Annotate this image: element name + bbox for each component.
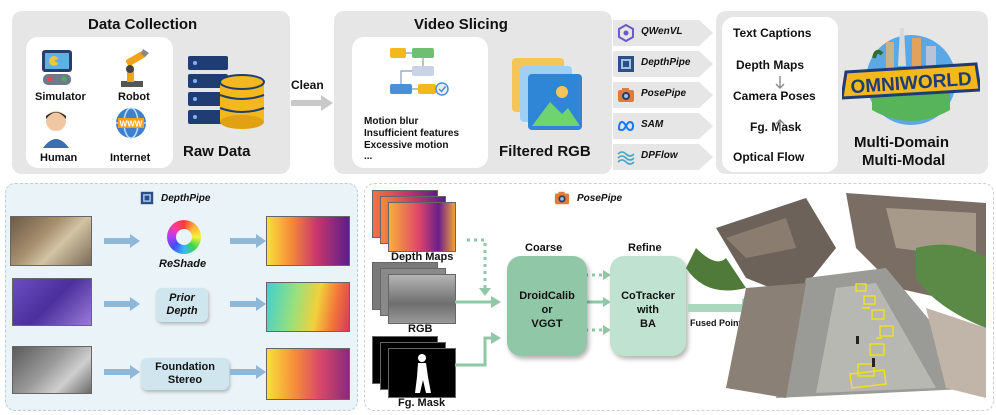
arrow-blue	[230, 365, 266, 379]
coarse-line-3: VGGT	[531, 318, 563, 330]
posepipe-camera-icon	[554, 191, 570, 205]
depthpipe-title: DepthPipe	[161, 193, 211, 204]
output-camera-poses: Camera Poses	[733, 89, 816, 103]
arrow-blue	[104, 234, 140, 248]
coarse-line-1: DroidCalib	[519, 290, 575, 302]
filtered-rgb-icon	[512, 58, 582, 130]
posepipe-title: PosePipe	[577, 193, 623, 204]
rgb-input-label: RGB	[408, 323, 433, 335]
human-icon	[43, 111, 69, 148]
brand-line-2: Multi-Modal	[862, 152, 946, 169]
outputs-card	[722, 17, 838, 172]
posepipe-connectors	[455, 238, 611, 367]
internet-globe-icon: WWW	[116, 107, 146, 139]
game-frame-image	[10, 216, 92, 266]
arrow-blue	[104, 297, 140, 311]
omniworld-logo: OMNIWORLD	[842, 28, 980, 125]
output-optical-flow: Optical Flow	[733, 150, 805, 164]
video-slicing-title: Video Slicing	[414, 16, 508, 33]
depth-stack-front	[388, 202, 456, 252]
qwen-icon	[618, 24, 634, 42]
raw-data-icon	[188, 56, 265, 129]
brand-line-1: Multi-Domain	[854, 134, 949, 151]
stereo-frame-stack	[12, 346, 92, 394]
foundation-stereo-line-2: Stereo	[167, 374, 203, 386]
output-text-captions: Text Captions	[733, 26, 812, 40]
tool-depthpipe: DepthPipe	[613, 51, 713, 77]
prior-depth-box: Prior Depth	[156, 288, 208, 322]
segmentation-frame-stack	[12, 278, 92, 326]
sam-meta-icon	[617, 120, 635, 132]
point-cloud-visualization	[686, 193, 986, 398]
mask-stack-front	[388, 348, 456, 398]
tool-sam-label: SAM	[641, 119, 664, 130]
simulator-label: Simulator	[35, 91, 86, 103]
fused-point-cloud-label: Fused Point Cloud	[690, 318, 770, 328]
depthpipe-chip-icon	[618, 56, 634, 72]
tool-sam: SAM	[613, 113, 713, 139]
clean-label: Clean	[291, 78, 324, 92]
svg-text:WWW: WWW	[120, 120, 143, 129]
reshade-color-wheel-icon	[167, 220, 201, 254]
refine-line-2: with	[637, 304, 659, 316]
tool-qwenvl: QWenVL	[613, 20, 713, 46]
tool-arrows	[613, 20, 713, 170]
depth-map-image-1	[266, 216, 350, 266]
raw-data-label: Raw Data	[183, 143, 251, 160]
person-silhouette-icon	[415, 354, 431, 393]
simulator-icon	[42, 50, 72, 85]
depthpipe-chip-icon	[140, 191, 154, 205]
depth-maps-input-label: Depth Maps	[391, 251, 454, 263]
refine-line-3: BA	[640, 318, 656, 330]
prior-depth-line-2: Depth	[166, 305, 198, 317]
filter-card	[352, 37, 488, 168]
filter-ellipsis: ...	[364, 151, 373, 162]
tool-posepipe-label: PosePipe	[641, 88, 687, 99]
refine-line-1: CoTracker	[621, 290, 675, 302]
prior-depth-line-1: Prior	[169, 292, 195, 304]
filter-excessive-motion: Excessive motion	[364, 140, 449, 151]
workflow-icon	[390, 48, 449, 96]
coarse-label: Coarse	[525, 242, 563, 254]
filter-motion-blur: Motion blur	[364, 116, 419, 127]
posepipe-camera-icon	[618, 88, 634, 102]
tool-qwenvl-label: QWenVL	[641, 26, 683, 37]
refine-box: CoTracker with BA	[610, 256, 686, 356]
reshade-label: ReShade	[159, 258, 207, 270]
depth-map-image-3	[266, 348, 350, 400]
rgb-stack-front	[388, 274, 456, 324]
foundation-stereo-line-1: Foundation	[155, 361, 215, 373]
arrow-blue	[230, 234, 266, 248]
output-depth-maps: Depth Maps	[736, 58, 805, 72]
robot-label: Robot	[118, 91, 150, 103]
coarse-line-2: or	[541, 304, 553, 316]
clean-arrow	[291, 95, 333, 111]
filter-insufficient-features: Insufficient features	[364, 128, 460, 139]
tool-dpflow-label: DPFlow	[641, 150, 678, 161]
foundation-stereo-box: Foundation Stereo	[141, 358, 229, 390]
human-label: Human	[40, 152, 78, 164]
data-collection-title: Data Collection	[88, 16, 198, 33]
fg-mask-input-label: Fg. Mask	[398, 397, 446, 409]
depth-map-image-2	[266, 282, 350, 332]
arrow-blue	[104, 365, 140, 379]
robot-arm-icon	[121, 49, 149, 87]
internet-label: Internet	[110, 152, 151, 164]
refine-label: Refine	[628, 242, 662, 254]
arrow-blue	[230, 297, 266, 311]
filtered-rgb-label: Filtered RGB	[499, 143, 591, 160]
tool-posepipe: PosePipe	[613, 82, 713, 108]
dpflow-wave-icon	[617, 151, 635, 165]
coarse-box: DroidCalib or VGGT	[507, 256, 587, 356]
tool-dpflow: DPFlow	[613, 144, 713, 170]
tool-depthpipe-label: DepthPipe	[641, 57, 691, 68]
dependency-arrows	[775, 76, 785, 134]
output-fg-mask: Fg. Mask	[750, 120, 802, 134]
fused-arrow	[688, 298, 758, 318]
